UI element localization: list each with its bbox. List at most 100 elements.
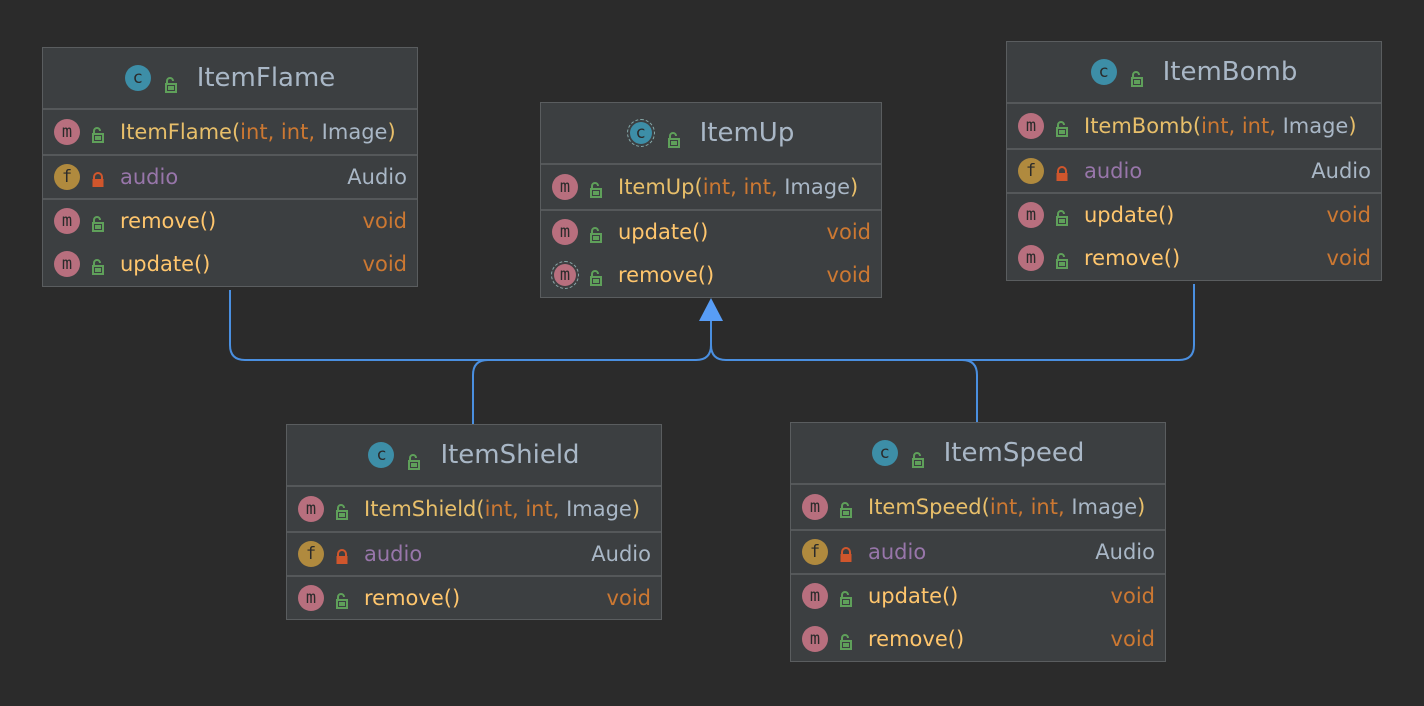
param-type: Image xyxy=(784,175,850,199)
param-type: Image xyxy=(321,120,388,144)
method-icon: m xyxy=(1018,245,1044,271)
param-type: int xyxy=(989,495,1018,519)
paren: ) xyxy=(1137,495,1146,519)
method-icon: m xyxy=(802,626,828,652)
param-type: int xyxy=(743,175,771,199)
method-icon: m xyxy=(1018,202,1044,228)
class-header: c ItemBomb xyxy=(1007,42,1381,104)
comma: , xyxy=(730,175,744,199)
constructor-name: ItemBomb xyxy=(1084,114,1193,138)
method-icon: m xyxy=(802,583,828,609)
unlocked-icon xyxy=(588,267,604,286)
field-icon: f xyxy=(802,539,828,565)
method-icon: m xyxy=(1018,113,1044,139)
param-type: int xyxy=(1030,495,1058,519)
field-icon: f xyxy=(54,164,80,190)
comma: , xyxy=(1017,495,1031,519)
constructor-signature: ItemShield(int, int, Image) xyxy=(364,497,651,521)
comma: , xyxy=(1269,114,1283,138)
constructor-name: ItemFlame xyxy=(120,120,232,144)
method-return-type: void xyxy=(1326,246,1371,270)
locked-icon xyxy=(838,544,854,562)
method-return-type: void xyxy=(1110,584,1155,608)
class-icon: c xyxy=(1090,59,1117,85)
class-name: ItemSpeed xyxy=(943,438,1085,468)
param-type: Image xyxy=(1071,495,1138,519)
field-icon: f xyxy=(298,541,324,567)
class-name: ItemFlame xyxy=(196,63,336,93)
paren: ) xyxy=(631,497,641,521)
class-header: c ItemUp xyxy=(541,103,881,165)
locked-icon xyxy=(1054,163,1070,181)
paren: ( xyxy=(981,495,990,519)
comma: , xyxy=(267,120,281,144)
method-icon: m xyxy=(54,208,80,234)
param-type: int xyxy=(702,175,731,199)
paren: ) xyxy=(1348,114,1357,138)
unlocked-icon xyxy=(910,445,926,468)
field-name: audio xyxy=(364,542,423,566)
param-type: Image xyxy=(1282,114,1349,138)
paren: ( xyxy=(694,175,703,199)
comma: , xyxy=(1057,495,1072,519)
paren: ( xyxy=(476,497,485,521)
method-name: remove() xyxy=(364,586,461,610)
unlocked-icon xyxy=(163,70,179,93)
method-row[interactable]: m remove() void xyxy=(1007,236,1381,280)
method-icon: m xyxy=(54,251,80,277)
param-type: int xyxy=(240,120,268,144)
constructor-signature: ItemFlame(int, int, Image) xyxy=(120,120,407,144)
unlocked-icon xyxy=(838,499,854,518)
constructor-row[interactable]: m ItemFlame(int, int, Image) xyxy=(43,110,417,154)
param-type: int xyxy=(1201,114,1229,138)
field-type: Audio xyxy=(1095,540,1155,564)
method-icon: m xyxy=(552,219,578,245)
method-name: update() xyxy=(120,252,211,276)
unlocked-icon xyxy=(838,631,854,650)
method-return-type: void xyxy=(362,252,407,276)
constructor-name: ItemUp xyxy=(618,175,695,199)
class-icon: c xyxy=(626,119,655,147)
constructor-signature: ItemSpeed(int, int, Image) xyxy=(868,495,1155,519)
class-name: ItemUp xyxy=(699,118,795,148)
paren: ( xyxy=(1192,114,1202,138)
method-name: update() xyxy=(618,220,709,244)
unlocked-icon xyxy=(90,213,106,232)
comma: , xyxy=(552,497,567,521)
method-icon: m xyxy=(298,585,324,611)
method-row[interactable]: m update() void xyxy=(43,242,417,286)
class-name: ItemBomb xyxy=(1162,57,1298,87)
method-name: remove() xyxy=(120,209,217,233)
method-return-type: void xyxy=(1110,627,1155,651)
inheritance-arrowhead xyxy=(699,298,723,321)
field-type: Audio xyxy=(591,542,651,566)
field-row[interactable]: f audio Audio xyxy=(287,531,661,575)
method-name: remove() xyxy=(1084,246,1181,270)
unlocked-icon xyxy=(588,224,604,243)
method-return-type: void xyxy=(1326,203,1371,227)
constructor-signature: ItemUp(int, int, Image) xyxy=(618,175,871,199)
param-type: int xyxy=(280,120,309,144)
method-icon: m xyxy=(54,119,80,145)
